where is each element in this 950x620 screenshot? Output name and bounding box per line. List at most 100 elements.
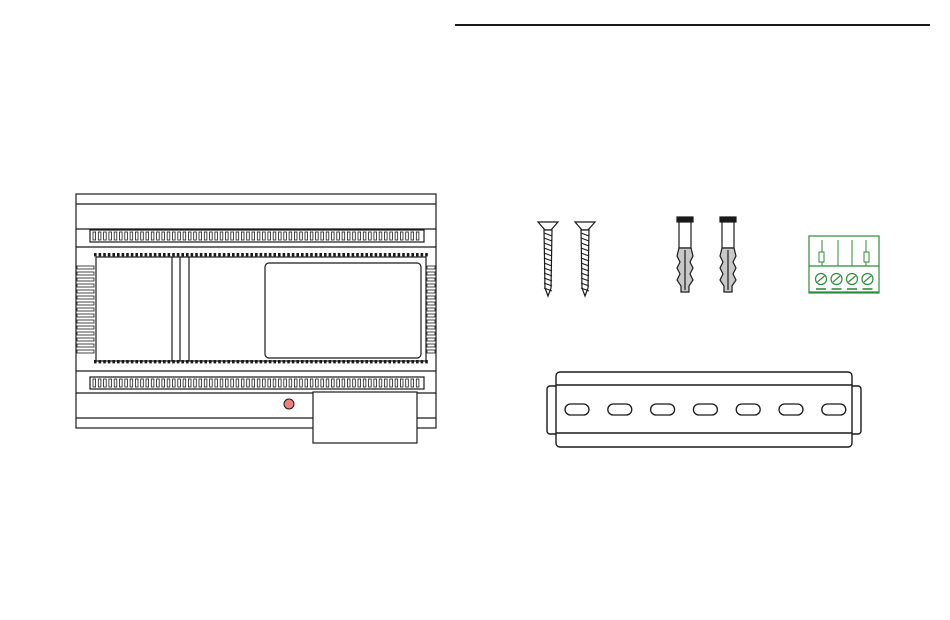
vent-slot [358,379,361,387]
dot [306,253,309,256]
dot [292,253,295,256]
dot [117,253,120,256]
dot [200,360,203,363]
dot [94,253,97,256]
grille-slot [427,332,435,335]
dot [103,253,106,256]
vent-slot [289,379,292,387]
vent-slot [294,379,297,387]
dot [191,360,194,363]
vent-slot [406,379,409,387]
vent-slot [204,379,207,387]
vent-slot [114,379,117,387]
grille-slot [427,350,435,353]
dot [425,360,428,363]
vent-slot [385,232,388,240]
vent-slot [390,232,393,240]
vent-slot [342,232,345,240]
vent-slot [284,379,287,387]
vent-slot [374,379,377,387]
vent-slot [236,379,239,387]
dot [329,253,332,256]
vent-slot [98,379,101,387]
dot [416,253,419,256]
rail-slot [822,404,846,415]
dot [342,360,345,363]
dot [218,360,221,363]
rail-slot [565,404,589,415]
wall-plug-2 [720,217,736,292]
vent-slot [125,232,128,240]
vent-slot [157,379,160,387]
dot [416,360,419,363]
dot [223,253,226,256]
dot [398,360,401,363]
grille-slot [427,320,435,323]
vent-slot [173,379,176,387]
grille-slot [77,296,94,299]
vent-slot [109,232,112,240]
vent-slot [411,379,414,387]
dot [241,360,244,363]
vent-slot [135,232,138,240]
dot [209,360,212,363]
vent-slot [400,379,403,387]
vent-slot [305,379,308,387]
vent-slot [305,232,308,240]
vent-slot [93,232,96,240]
dot [283,360,286,363]
dot [227,360,230,363]
dot [158,360,161,363]
dot [411,360,414,363]
dot [315,360,318,363]
dot [379,360,382,363]
vent-slot [416,232,419,240]
left-side-grille [77,266,94,353]
dot [421,360,424,363]
vent-slot [268,232,271,240]
dot [273,360,276,363]
vent-slot [273,232,276,240]
dot [421,253,424,256]
dot [181,253,184,256]
vent-slot [385,379,388,387]
dot [402,360,405,363]
dot [301,360,304,363]
dot [365,360,368,363]
vent-slot [199,232,202,240]
grille-slot [77,308,94,311]
grille-slot [427,344,435,347]
dot [191,253,194,256]
dot [398,253,401,256]
vent-slot [257,379,260,387]
dot [149,253,152,256]
dot [296,360,299,363]
vent-slot [400,232,403,240]
grille-slot [427,302,435,305]
vent-slot [379,232,382,240]
grille-slot [77,302,94,305]
terminal-pin [864,252,869,262]
dot [388,253,391,256]
vent-slot [231,379,234,387]
dot [393,360,396,363]
dot [214,360,217,363]
dot [287,360,290,363]
dot [112,360,115,363]
dot [195,360,198,363]
dot [209,253,212,256]
dot [108,360,111,363]
vent-slot [316,232,319,240]
dot [278,253,281,256]
grille-slot [427,314,435,317]
grille-slot [77,278,94,281]
dot [158,253,161,256]
rail-slot [736,404,760,415]
dot [186,253,189,256]
vent-slot [215,232,218,240]
dot [301,253,304,256]
vent-slot [390,379,393,387]
dot [407,360,410,363]
dot [177,253,180,256]
vent-slot [151,232,154,240]
